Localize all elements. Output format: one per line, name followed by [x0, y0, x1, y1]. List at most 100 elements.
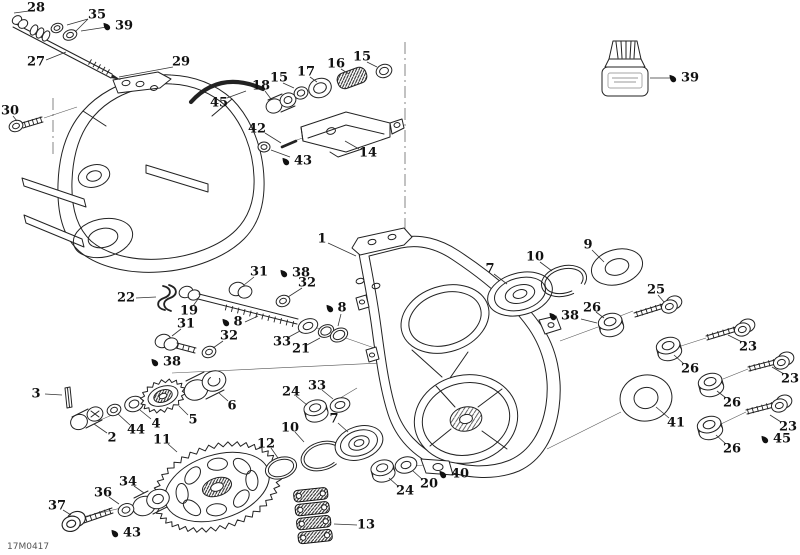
- leader-line: [118, 66, 174, 78]
- bolt-23-c: [745, 392, 795, 415]
- leader-line: [264, 132, 282, 144]
- callout-5: 5: [178, 405, 198, 428]
- part-number: 26: [723, 442, 741, 457]
- bolt-25: [633, 293, 685, 318]
- leader-line: [171, 328, 182, 337]
- leader-line: [93, 423, 108, 434]
- washer-35-b: [62, 29, 78, 41]
- callout-41: 41: [655, 406, 685, 431]
- bottle-label: [607, 72, 643, 89]
- part-number: 28: [27, 1, 45, 16]
- leader-line: [167, 443, 178, 453]
- leader-line: [244, 315, 259, 323]
- callout-19: 19: [180, 298, 199, 319]
- part-number: 43: [123, 526, 141, 541]
- callout-38: 38: [151, 355, 181, 370]
- cap-31-lower: [154, 333, 197, 354]
- callout-17: 17: [297, 65, 318, 83]
- callout-42: 42: [248, 122, 282, 144]
- callout-21: 21: [292, 337, 321, 357]
- leader-line: [388, 477, 400, 488]
- leader-line: [327, 242, 357, 257]
- callout-30: 30: [1, 104, 19, 122]
- part-number: 26: [583, 301, 601, 316]
- part-number: 27: [27, 55, 45, 70]
- part-number: 29: [172, 55, 190, 70]
- callout-35: 35: [66, 8, 106, 33]
- droplet-icon: [549, 312, 557, 321]
- part-number: 21: [292, 342, 310, 357]
- part-number: 37: [48, 499, 66, 514]
- leader-line: [727, 334, 743, 343]
- part-number: 10: [526, 250, 544, 265]
- oring-21-b: [329, 327, 349, 343]
- leader-line: [133, 485, 145, 494]
- upper-bearing-bore: [400, 284, 490, 354]
- nut-24-a: [301, 397, 331, 425]
- part-number: 45: [210, 96, 228, 111]
- bolt-23-b: [747, 349, 797, 372]
- part-number: 39: [681, 71, 699, 86]
- part-number: 9: [583, 238, 592, 253]
- callout-26: 26: [583, 301, 605, 319]
- callout-24: 24: [282, 385, 308, 406]
- callout-43: 43: [270, 149, 312, 169]
- part-number: 19: [180, 304, 198, 319]
- part-number: 40: [451, 467, 469, 482]
- part-number: 32: [220, 329, 238, 344]
- thread-ticks: [23, 116, 43, 128]
- chain-link: [293, 487, 329, 503]
- callout-43: 43: [111, 526, 141, 541]
- part-number: 41: [667, 416, 685, 431]
- cap-31-upper: [228, 281, 253, 299]
- adjuster-group: [154, 281, 299, 359]
- part-number: 32: [298, 276, 316, 291]
- leader-line: [108, 496, 120, 505]
- part-number: 26: [681, 362, 699, 377]
- leader-line: [591, 249, 605, 263]
- part-number: 12: [257, 437, 275, 452]
- part-number: 31: [177, 317, 195, 332]
- part-number: 24: [282, 385, 300, 400]
- callout-38: 38: [280, 266, 310, 281]
- callout-45: 45: [210, 90, 247, 111]
- callout-32: 32: [212, 329, 238, 349]
- pump-gear-5: [139, 378, 187, 414]
- thread-ticks: [88, 59, 110, 75]
- callout-2: 2: [93, 423, 117, 446]
- loctite-bottle: [601, 40, 649, 97]
- spring-16: [336, 66, 368, 90]
- part-number: 33: [308, 379, 326, 394]
- callout-18: 18: [252, 79, 272, 100]
- cover-boss: [77, 164, 111, 188]
- callout-26: 26: [715, 434, 741, 457]
- leader-line: [270, 149, 291, 158]
- callout-33: 33: [308, 379, 334, 400]
- leader-line: [178, 405, 189, 416]
- part-number: 13: [357, 518, 375, 533]
- part-number: 10: [281, 421, 299, 436]
- part-number: 42: [248, 122, 266, 137]
- callout-15: 15: [353, 50, 378, 68]
- part-number: 33: [273, 335, 291, 350]
- part-number: 26: [723, 396, 741, 411]
- leader-line: [366, 61, 378, 68]
- leader-line: [212, 340, 224, 349]
- leader-line: [337, 422, 349, 433]
- seal-set: [297, 318, 349, 343]
- clip-22: [157, 284, 177, 312]
- droplet-icon: [222, 318, 230, 327]
- tensioner-bracket-14: [300, 111, 405, 158]
- callout-8: 8: [222, 315, 259, 330]
- part-number: 6: [227, 399, 236, 414]
- leader-line: [657, 294, 665, 303]
- droplet-icon: [326, 304, 334, 313]
- part-number: 23: [781, 372, 799, 387]
- gear-train: [64, 370, 227, 431]
- leader-line: [295, 395, 308, 406]
- washer-15-b: [375, 63, 393, 79]
- droplet-icon: [280, 269, 288, 278]
- part-number: 25: [647, 283, 665, 298]
- part-number: 38: [163, 355, 181, 370]
